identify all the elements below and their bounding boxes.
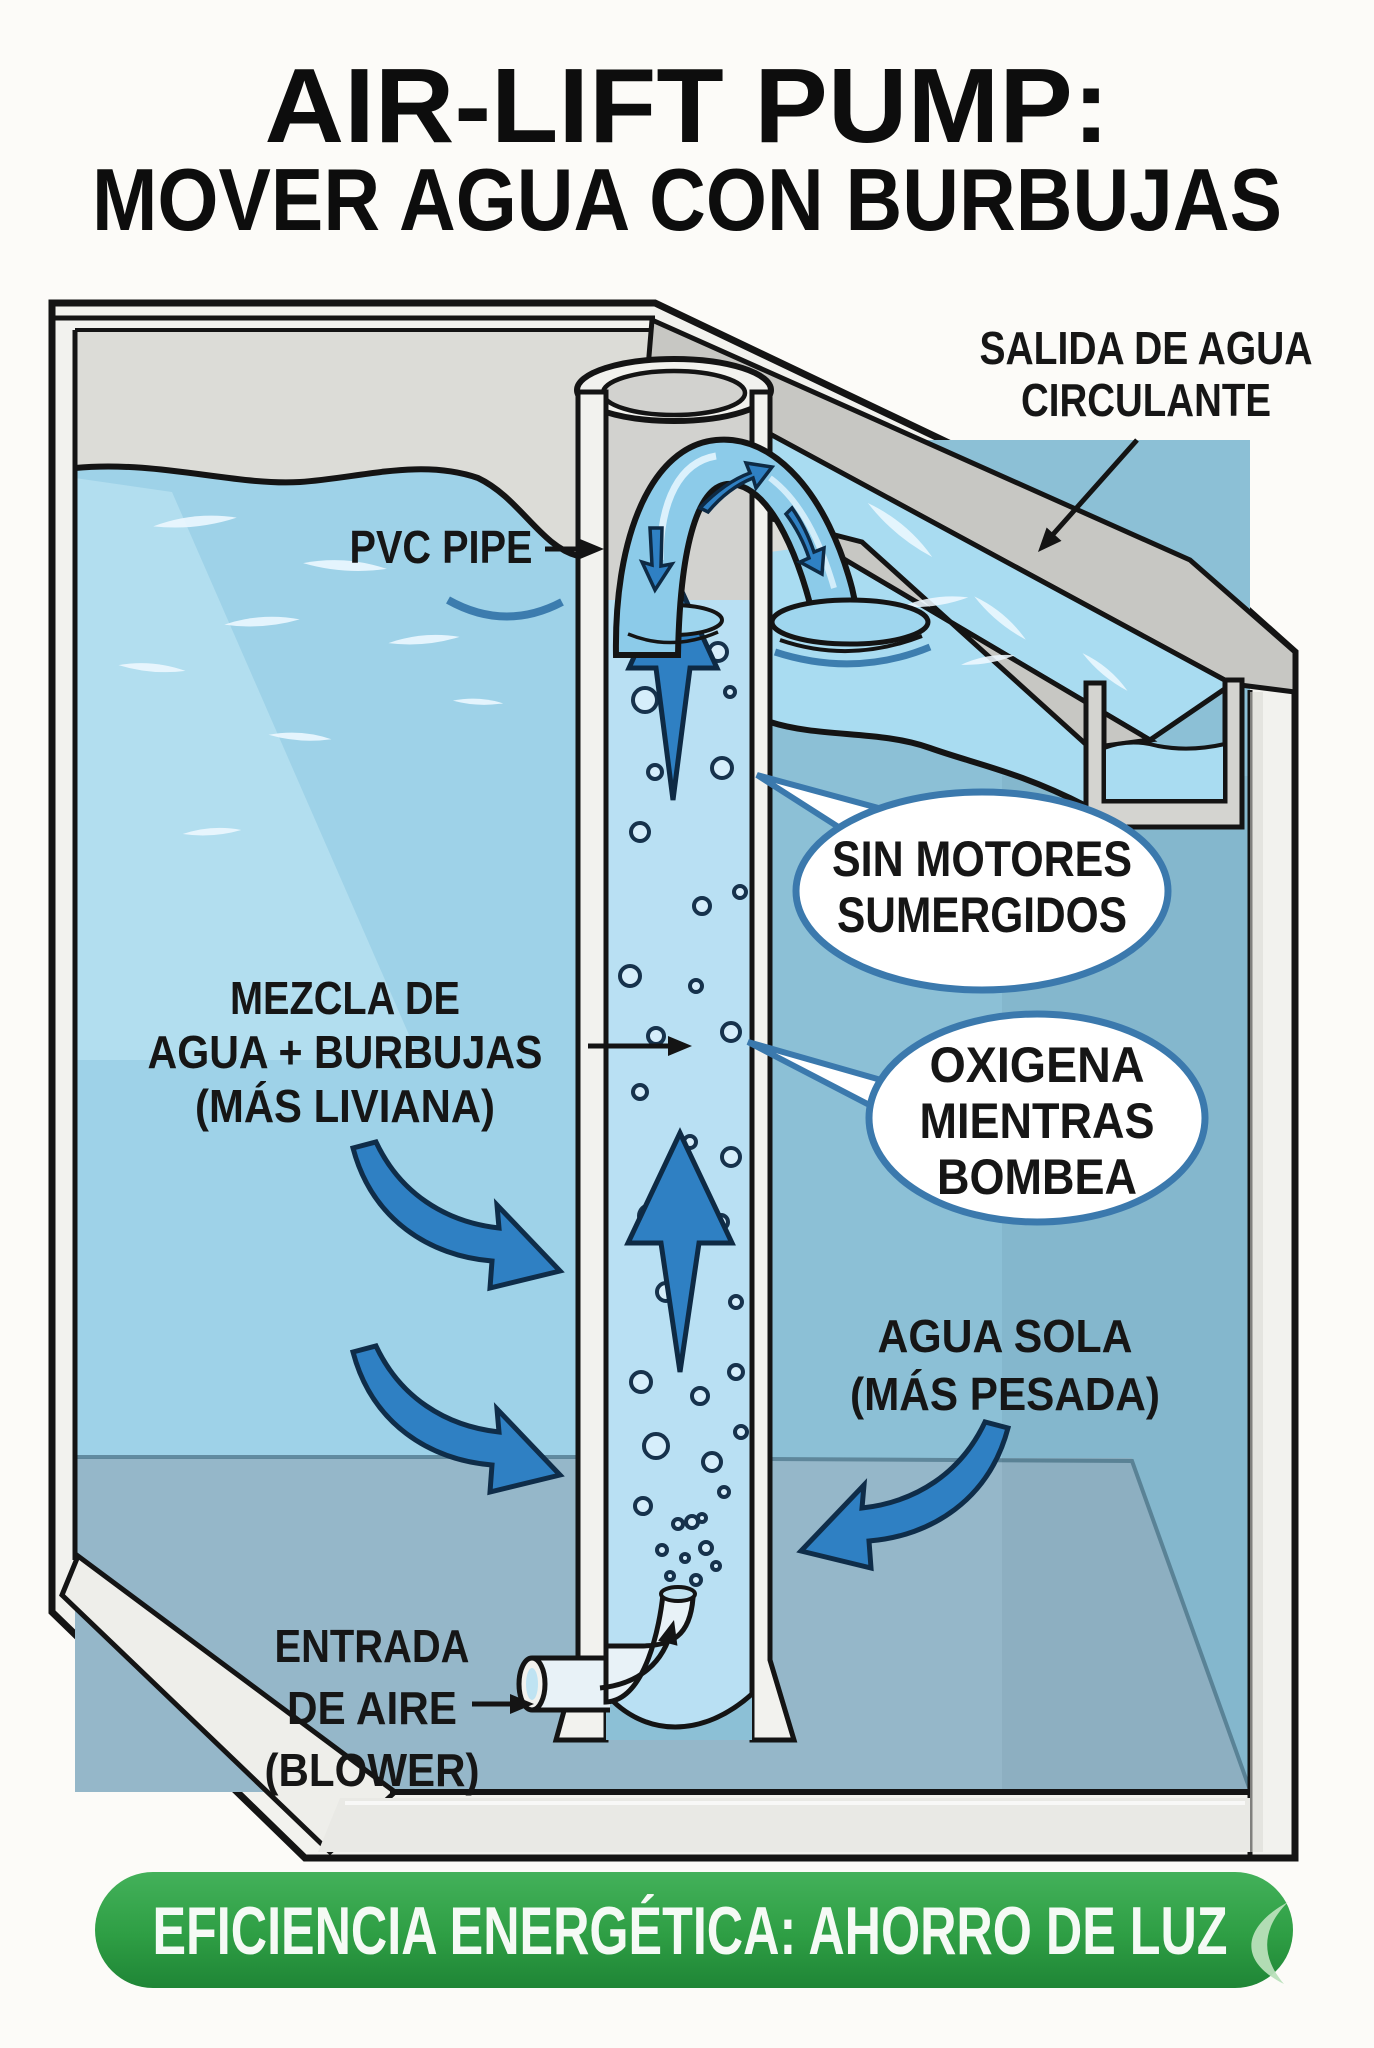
bubble-shape (865, 1010, 1209, 1226)
label-salida: SALIDA DE AGUA CIRCULANTE (980, 322, 1313, 559)
spout-flow-arrows (638, 460, 826, 594)
pipe-wall-right (749, 389, 798, 1743)
salida-pointer-line (1046, 438, 1139, 542)
entrada-line2: DE AIRE (287, 1682, 457, 1734)
salida-line1: SALIDA DE AGUA (980, 322, 1313, 374)
speech-bubble-sin-motores: SIN MOTORES SUMERGIDOS (755, 772, 1172, 994)
down-arrow-icon (638, 526, 676, 594)
ripple-swish (773, 643, 932, 668)
surface-swish (446, 596, 564, 621)
pipe-spout (612, 436, 932, 668)
mezcla-line3: (MÁS LIVIANA) (195, 1080, 495, 1132)
pipe-bottom-water (606, 1694, 752, 1740)
water-highlight (75, 478, 420, 1060)
title-line-2: MOVER AGUA CON BURBUJAS (92, 150, 1282, 249)
up-arrow-icon (624, 1127, 736, 1373)
curved-arrow-left-icon (796, 1419, 1012, 1572)
entrada-line1: ENTRADA (275, 1620, 470, 1672)
air-tube-bore (526, 1668, 538, 1700)
bubble1-line1: SIN MOTORES (832, 831, 1132, 887)
speech-bubble-oxigena: OXIGENA MIENTRAS BOMBEA (746, 1010, 1209, 1226)
splash-ripple (769, 597, 931, 647)
label-pvc-pipe: PVC PIPE (350, 521, 604, 573)
bubble2-line3: BOMBEA (937, 1149, 1137, 1205)
ripple-arc (779, 634, 923, 654)
waterline (74, 463, 579, 559)
bubble2-line2: MIENTRAS (920, 1093, 1155, 1149)
bubble1-line2: SUMERGIDOS (837, 887, 1127, 943)
pipe-mouth (600, 368, 748, 418)
flow-arrow-icon (783, 505, 826, 577)
pipe-bottom-edge (604, 1692, 754, 1730)
bubble-shape (792, 788, 1172, 994)
label-agua-sola: AGUA SOLA (MÁS PESADA) (850, 1310, 1160, 1420)
pvc-pipe (516, 356, 798, 1743)
flow-arrow-icon (697, 460, 776, 515)
title-line-1: AIR-LIFT PUMP: (265, 47, 1110, 165)
banner-pill (95, 1872, 1293, 1988)
curved-arrow-right-icon (349, 1139, 565, 1292)
salida-line2: CIRCULANTE (1021, 374, 1271, 426)
leaf-icon (1251, 1902, 1288, 1984)
basin-water (1102, 740, 1227, 803)
air-inlet (516, 1585, 697, 1713)
mezcla-line1: MEZCLA DE (230, 972, 460, 1024)
label-entrada-aire: ENTRADA DE AIRE (BLOWER) (265, 1620, 534, 1796)
bubble2-line1: OXIGENA (930, 1037, 1145, 1093)
agua-sola-line1: AGUA SOLA (878, 1310, 1133, 1362)
splash-pool-edge (769, 719, 1088, 809)
poster-title: AIR-LIFT PUMP: MOVER AGUA CON BURBUJAS (92, 47, 1282, 249)
right-wall-shade (1250, 692, 1263, 1852)
pipe-wall-left (552, 389, 609, 1743)
spout-highlight-2 (768, 475, 837, 589)
pvc-pipe-text: PVC PIPE (350, 521, 533, 573)
label-mezcla: MEZCLA DE AGUA + BURBUJAS (MÁS LIVIANA) (148, 972, 692, 1132)
spout-stream (612, 436, 866, 658)
banner-text: EFICIENCIA ENERGÉTICA: AHORRO DE LUZ (153, 1893, 1228, 1969)
mezcla-line2: AGUA + BURBUJAS (148, 1026, 543, 1078)
agua-sola-line2: (MÁS PESADA) (850, 1368, 1160, 1420)
bubbles (618, 641, 749, 1587)
circulation-arrows (349, 1139, 1012, 1572)
air-elbow-opening (659, 1585, 697, 1603)
entrada-line3: (BLOWER) (265, 1744, 480, 1796)
ripple-arc-2 (627, 630, 719, 645)
efficiency-banner: EFICIENCIA ENERGÉTICA: AHORRO DE LUZ (95, 1872, 1293, 1988)
floor-slab (318, 1798, 1250, 1852)
